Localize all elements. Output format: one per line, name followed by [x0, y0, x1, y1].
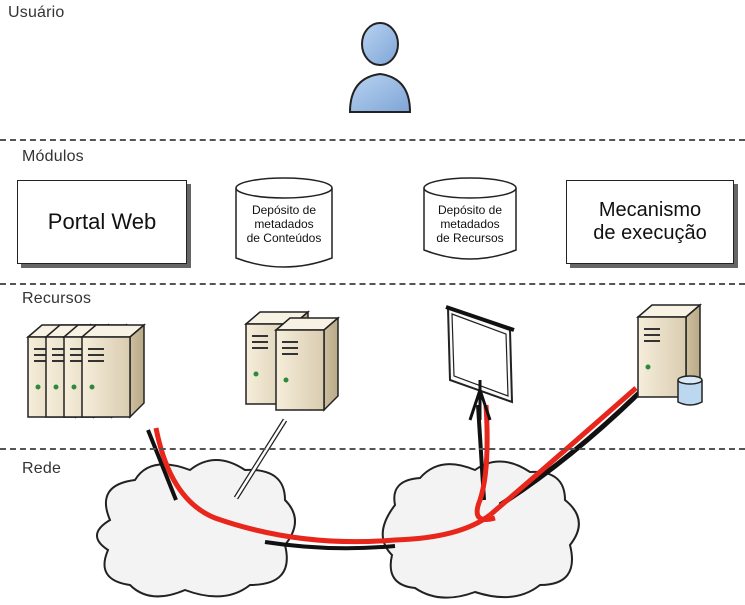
server-cluster-icon: [27, 324, 145, 418]
database-icon: [677, 375, 703, 406]
resource-repo-line-3: de Recursos: [436, 230, 504, 245]
database-server-icon: [637, 304, 703, 406]
content-repo-line-3: de Conteúdos: [246, 230, 322, 245]
layer-divider: [0, 139, 745, 141]
resource-repository-cylinder: [423, 177, 517, 260]
server-pair-icon: [245, 311, 339, 411]
portal-web-box: Portal Web: [17, 180, 187, 264]
layer-label-modules: Módulos: [22, 148, 84, 165]
cloud-left: [96, 459, 296, 598]
network-links: [146, 386, 642, 551]
portal-web-label: Portal Web: [47, 209, 157, 235]
execution-engine-label: Mecanismo de execução: [593, 199, 706, 245]
layer-label-user: Usuário: [8, 4, 65, 21]
cloud-right: [381, 460, 580, 599]
projector-screen-icon: [445, 305, 515, 421]
resource-repo-line-2: metadados: [440, 216, 500, 231]
engine-line-2: de execução: [593, 222, 707, 244]
content-repository-label: Depósito de metadados de Conteúdos: [236, 203, 332, 245]
layer-divider: [0, 448, 745, 450]
engine-line-1: Mecanismo: [598, 199, 702, 221]
layer-label-resources: Recursos: [22, 290, 92, 307]
content-repository-cylinder: [235, 177, 333, 268]
content-repo-line-1: Depósito de: [251, 203, 317, 217]
layer-divider: [0, 283, 745, 285]
layer-label-network: Rede: [22, 460, 62, 477]
content-repo-line-2: metadados: [254, 216, 314, 231]
user-icon: [348, 22, 412, 113]
resource-repository-label: Depósito de metadados de Recursos: [424, 203, 516, 245]
execution-engine-box: Mecanismo de execução: [566, 180, 734, 264]
resource-repo-line-1: Depósito de: [437, 203, 503, 217]
